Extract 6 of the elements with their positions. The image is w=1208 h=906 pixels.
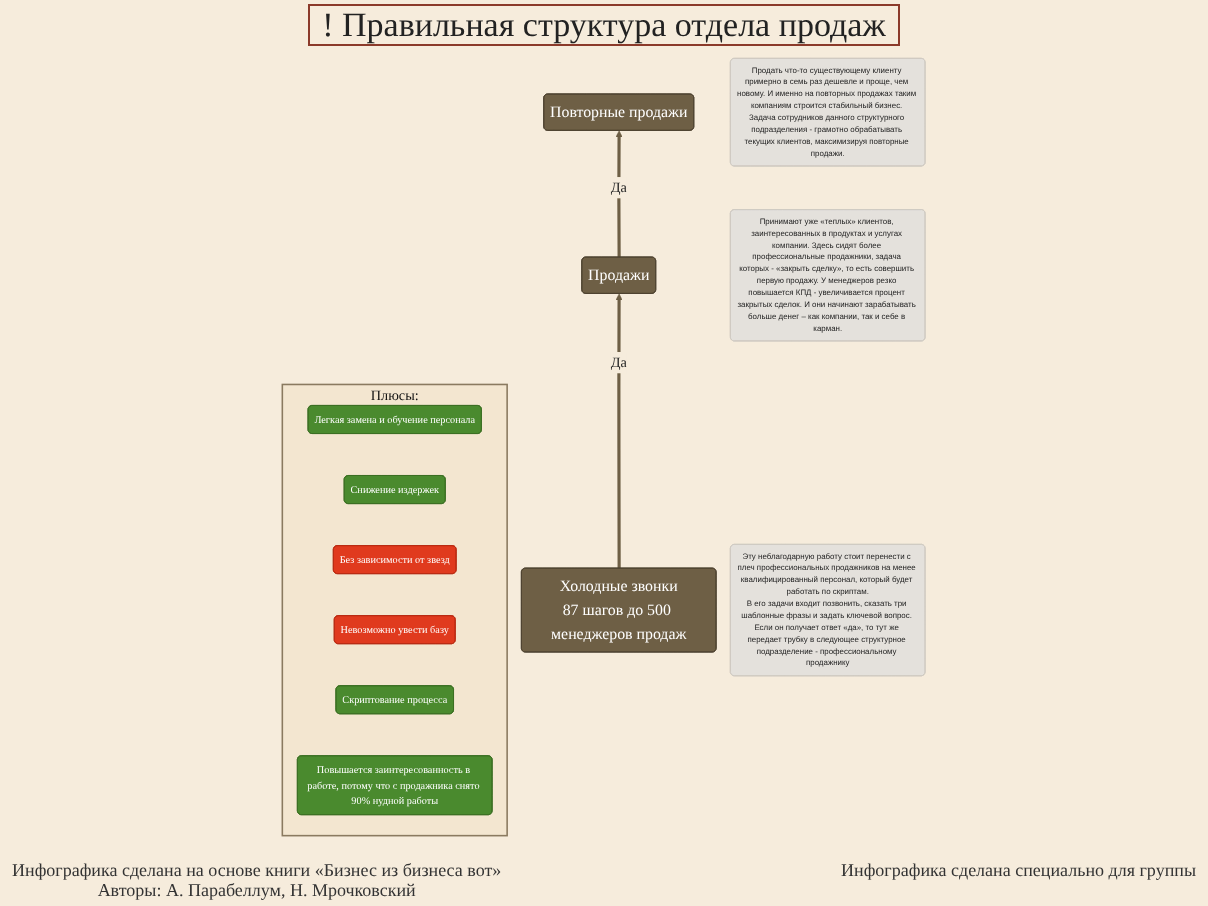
arrow bbox=[615, 130, 623, 258]
arrow bbox=[615, 293, 623, 569]
page-title: ! Правильная структура отдела продаж bbox=[308, 4, 900, 46]
footer-note: Инфографика сделана специально для группы bbox=[841, 860, 1196, 880]
footer-note: Авторы: А. Парабеллум, Н. Мрочковский bbox=[97, 880, 416, 900]
footer-note: Инфографика сделана на основе книги «Бизнес из бизнеса вот» bbox=[12, 860, 502, 880]
